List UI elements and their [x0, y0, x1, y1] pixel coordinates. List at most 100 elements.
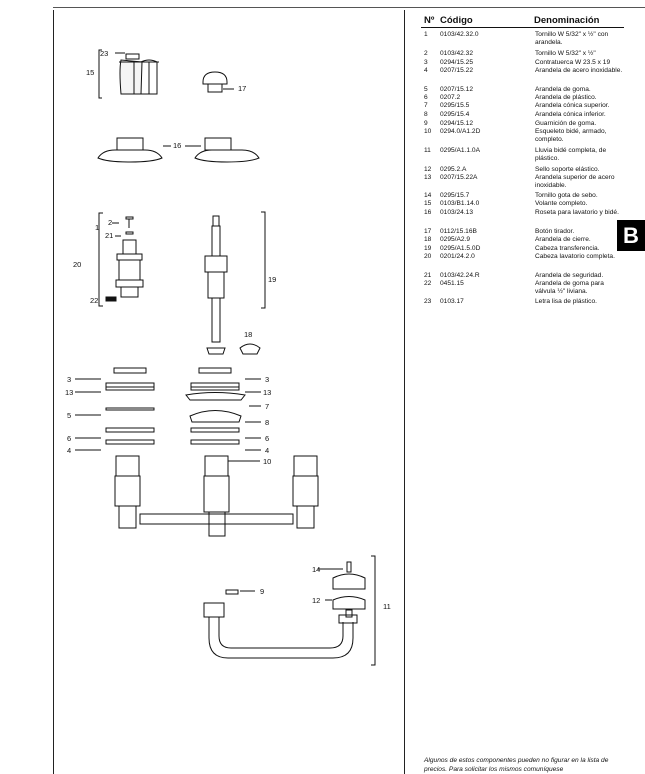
row-number: 23 [424, 298, 432, 305]
row-name: Arandela de seguridad. [535, 272, 604, 279]
row-name: Tornillo gota de sebo. [535, 192, 598, 199]
handle-part [119, 53, 159, 95]
footnote: Algunos de estos componentes pueden no f… [424, 757, 609, 773]
row-number: 20 [424, 253, 432, 260]
row-code: 0103.17 [440, 298, 464, 305]
callout-20: 20 [73, 260, 81, 269]
diagram-panel [53, 10, 405, 774]
row-number: 4 [424, 67, 428, 74]
row-name: Tornillo W 5/32" x ½" con arandela. [535, 31, 609, 46]
row-number: 11 [424, 147, 431, 154]
row-name: Arandela de goma. [535, 86, 591, 93]
row-code: 0295/A1.1.0A [440, 147, 480, 154]
row-code: 0295/15.5 [440, 102, 470, 109]
callout-5: 5 [67, 411, 71, 420]
row-code: 0451.15 [440, 280, 464, 287]
row-number: 3 [424, 59, 428, 66]
callout-19: 19 [268, 275, 276, 284]
row-code: 0294/15.25 [440, 59, 474, 66]
header-rule [421, 27, 624, 29]
callout-7: 7 [265, 402, 269, 411]
row-name: Contratuerca W 23.5 x 19 [535, 59, 611, 66]
callout-11: 11 [383, 602, 391, 611]
row-number: 12 [424, 166, 432, 173]
callout-4-left: 4 [67, 446, 71, 455]
callout-23: 23 [100, 49, 108, 58]
row-code: 0207.2 [440, 94, 461, 101]
row-code: 0103/42.24.R [440, 272, 480, 279]
callout-17: 17 [238, 84, 246, 93]
callout-14: 14 [312, 565, 320, 574]
callout-6-right: 6 [265, 434, 269, 443]
callout-10: 10 [263, 457, 271, 466]
row-number: 18 [424, 236, 432, 243]
row-number: 5 [424, 86, 428, 93]
top-rule [53, 7, 645, 8]
callout-3-left: 3 [67, 375, 71, 384]
row-name: Arandela cónica superior. [535, 102, 610, 109]
row-number: 6 [424, 94, 428, 101]
callout-21: 21 [105, 231, 113, 240]
row-name: Arandela de plástico. [535, 94, 597, 101]
row-name: Roseta para lavatorio y bidé. [535, 209, 619, 216]
row-code: 0295/15.4 [440, 111, 470, 118]
col-header-number: Nº [424, 15, 435, 26]
row-number: 14 [424, 192, 432, 199]
callout-13-left: 13 [65, 388, 73, 397]
row-name: Arandela superior de acero inoxidable. [535, 174, 615, 189]
row-name: Cabeza lavatorio completa. [535, 253, 615, 260]
row-name: Arandela cónica inferior. [535, 111, 606, 118]
callout-18: 18 [244, 330, 252, 339]
row-code: 0103/B1.14.0 [440, 200, 480, 207]
col-header-name: Denominación [534, 15, 600, 26]
row-number: 1 [424, 31, 428, 38]
callout-9: 9 [260, 587, 264, 596]
row-name: Lluvia bidé completa, de plástico. [535, 147, 607, 162]
row-number: 8 [424, 111, 428, 118]
row-name: Arandela de acero inoxidable. [535, 67, 623, 74]
row-code: 0295/15.7 [440, 192, 470, 199]
row-name: Tornillo W 5/32" x ½" [535, 50, 596, 57]
row-number: 9 [424, 120, 428, 127]
row-code: 0207/15.22A [440, 174, 478, 181]
row-name: Cabeza transferencia. [535, 245, 600, 252]
row-name: Esqueleto bidé, armado, completo. [535, 128, 607, 143]
row-code: 0295.2.A [440, 166, 467, 173]
callout-22: 22 [90, 296, 98, 305]
row-code: 0103/42.32.0 [440, 31, 479, 38]
row-code: 0201/24.2.0 [440, 253, 475, 260]
row-number: 13 [424, 174, 432, 181]
callout-2: 2 [108, 218, 112, 227]
exploded-diagram: 23 15 17 16 2 1 21 20 22 19 18 3 13 5 6 … [65, 49, 391, 666]
row-code: 0103/42.32 [440, 50, 474, 57]
row-name: Volante completo. [535, 200, 588, 207]
row-name: Arandela de cierre. [535, 236, 591, 243]
row-name: Sello soporte elástico. [535, 166, 600, 173]
callout-3-right: 3 [265, 375, 269, 384]
row-number: 2 [424, 50, 428, 57]
callout-12: 12 [312, 596, 320, 605]
row-code: 0294/15.12 [440, 120, 474, 127]
row-number: 17 [424, 228, 432, 235]
callout-16: 16 [173, 141, 181, 150]
row-code: 0207/15.12 [440, 86, 474, 93]
row-code: 0295/A2.9 [440, 236, 471, 243]
row-code: 0112/15.16B [440, 228, 477, 235]
row-number: 21 [424, 272, 432, 279]
callout-13-right: 13 [263, 388, 271, 397]
row-code: 0295/A1.5.0D [440, 245, 481, 252]
callout-1: 1 [95, 223, 99, 232]
row-number: 22 [424, 280, 432, 287]
row-name: Letra lisa de plástico. [535, 298, 597, 305]
callout-8: 8 [265, 418, 269, 427]
row-number: 15 [424, 200, 432, 207]
row-name: Botón tirador. [535, 228, 575, 235]
callout-4-right: 4 [265, 446, 269, 455]
row-code: 0294.0/A1.2D [440, 128, 481, 135]
callout-15: 15 [86, 68, 94, 77]
row-code: 0207/15.22 [440, 67, 474, 74]
row-number: 19 [424, 245, 432, 252]
row-number: 16 [424, 209, 432, 216]
col-header-code: Código [440, 15, 473, 26]
row-number: 10 [424, 128, 432, 135]
